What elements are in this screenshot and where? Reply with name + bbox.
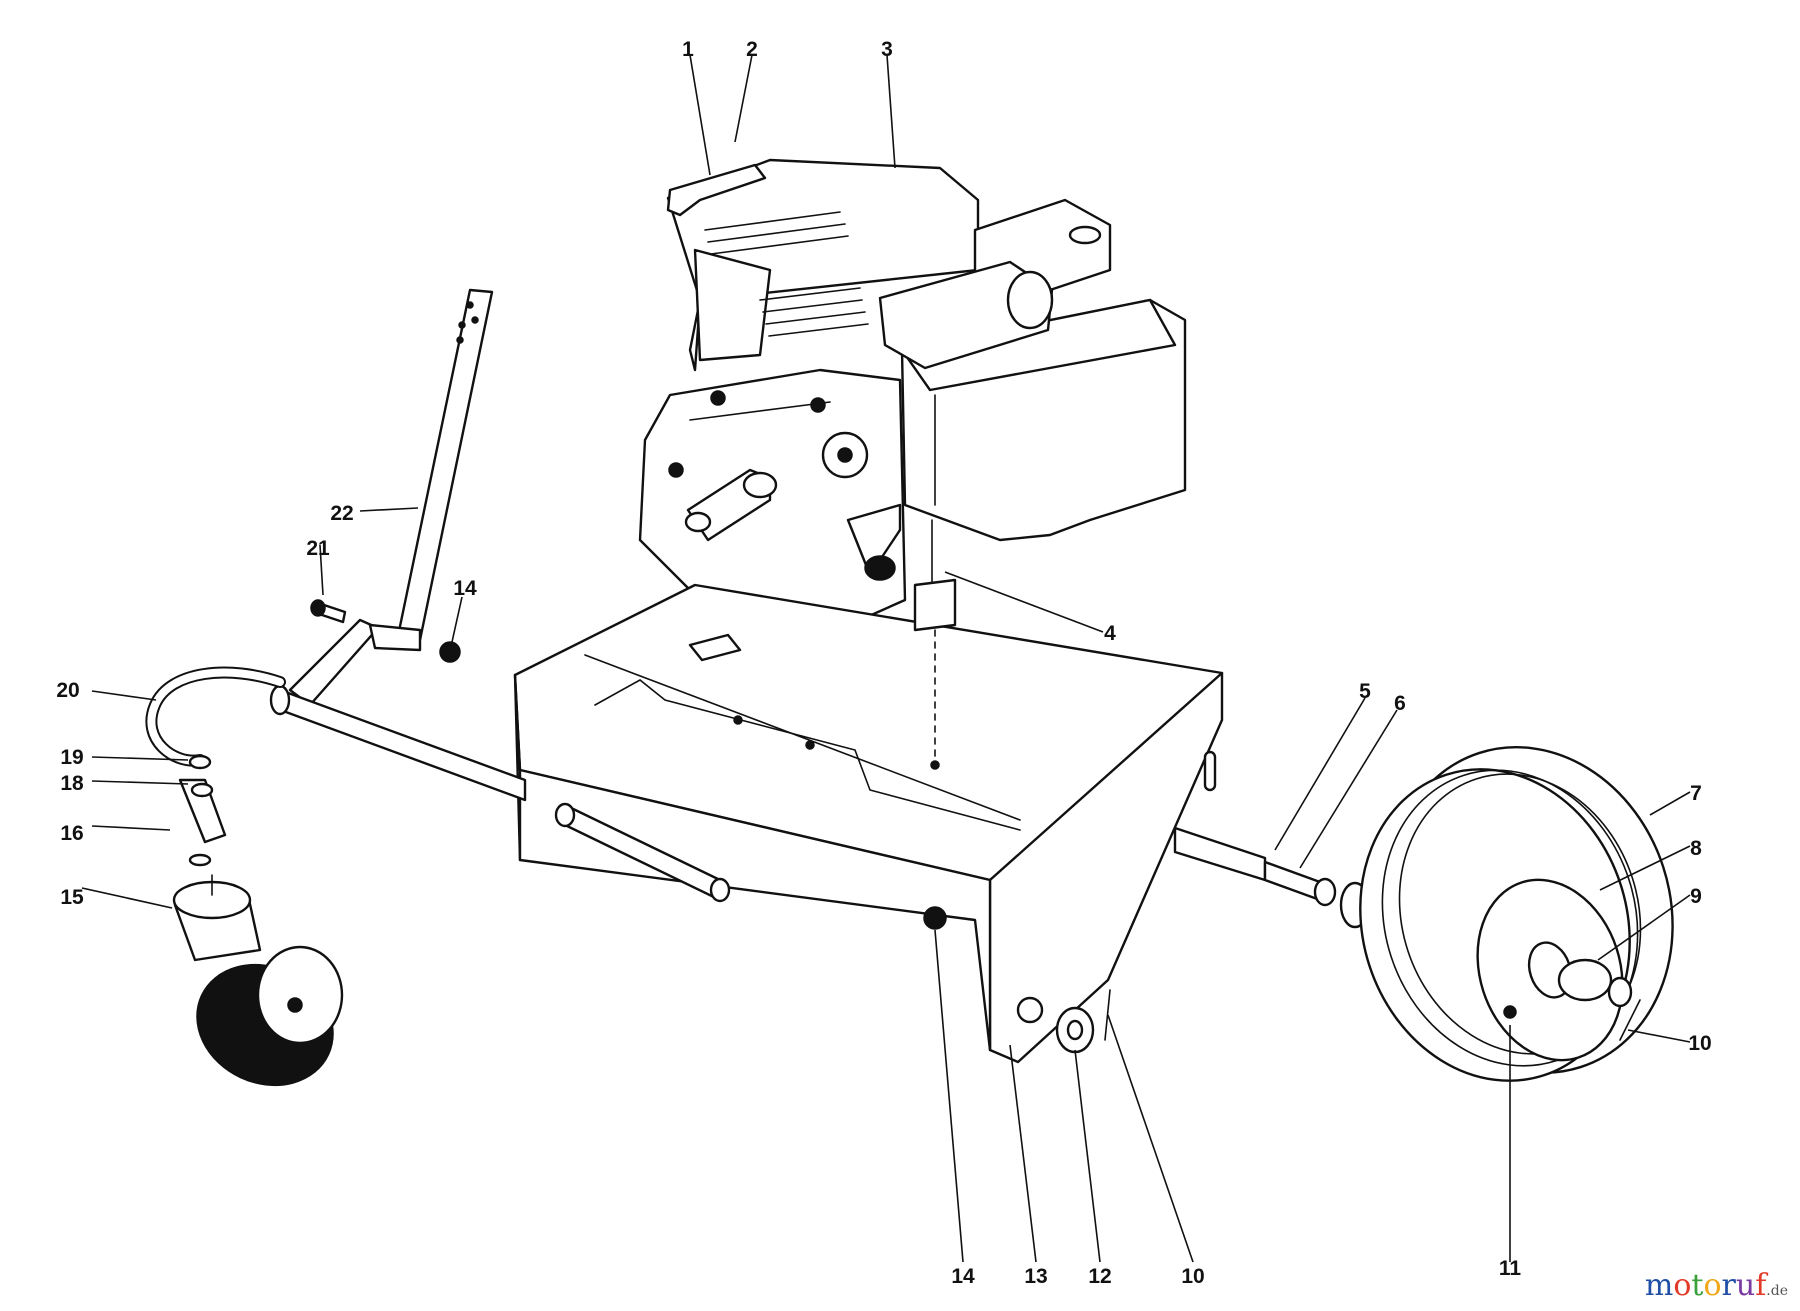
callout-12: 12 (1088, 1265, 1111, 1288)
callout-6: 6 (1394, 692, 1406, 715)
watermark-letter-r: r (1721, 1268, 1736, 1303)
watermark-tld: .de (1766, 1283, 1788, 1299)
callout-13: 13 (1024, 1265, 1047, 1288)
callout-21: 21 (306, 537, 330, 560)
callout-10-right: 10 (1688, 1032, 1711, 1055)
callout-3: 3 (881, 38, 893, 61)
callout-2: 2 (746, 38, 758, 61)
watermark-letter-m: m (1644, 1268, 1674, 1303)
callout-19: 19 (60, 746, 83, 769)
callout-5: 5 (1359, 680, 1371, 703)
callout-7: 7 (1690, 782, 1702, 805)
frame (513, 583, 1224, 1064)
watermark-letter-f: f (1755, 1268, 1767, 1303)
callout-14-upper: 14 (453, 577, 477, 600)
watermark-letter-t: t (1691, 1268, 1704, 1303)
mount-bolt (913, 519, 957, 761)
callout-10-bottom: 10 (1181, 1265, 1204, 1288)
watermark-letter-o2: o (1703, 1268, 1722, 1303)
nut-lower (923, 906, 947, 930)
callout-20: 20 (56, 679, 79, 702)
callout-4: 4 (1104, 622, 1116, 645)
watermark-letter-u: u (1735, 1268, 1756, 1303)
watermark-logo: motoruf.de (1645, 1268, 1788, 1303)
callout-15: 15 (60, 886, 84, 909)
tow-bar (145, 288, 527, 1087)
callout-16: 16 (60, 822, 83, 845)
watermark-letter-o1: o (1673, 1268, 1692, 1303)
callout-9: 9 (1690, 885, 1702, 908)
axle (554, 802, 731, 903)
callout-14-lower: 14 (951, 1265, 975, 1288)
callout-8: 8 (1690, 837, 1702, 860)
callout-1: 1 (682, 38, 694, 61)
callout-22: 22 (330, 502, 353, 525)
wheel-assembly (1055, 746, 1674, 1082)
engine (638, 158, 1187, 638)
callout-11: 11 (1499, 1257, 1522, 1280)
callout-labels: 1 2 3 4 5 6 7 8 9 10 10 11 12 13 14 14 1… (56, 38, 1711, 1288)
leader-lines (81, 54, 1691, 1263)
callout-18: 18 (60, 772, 84, 795)
